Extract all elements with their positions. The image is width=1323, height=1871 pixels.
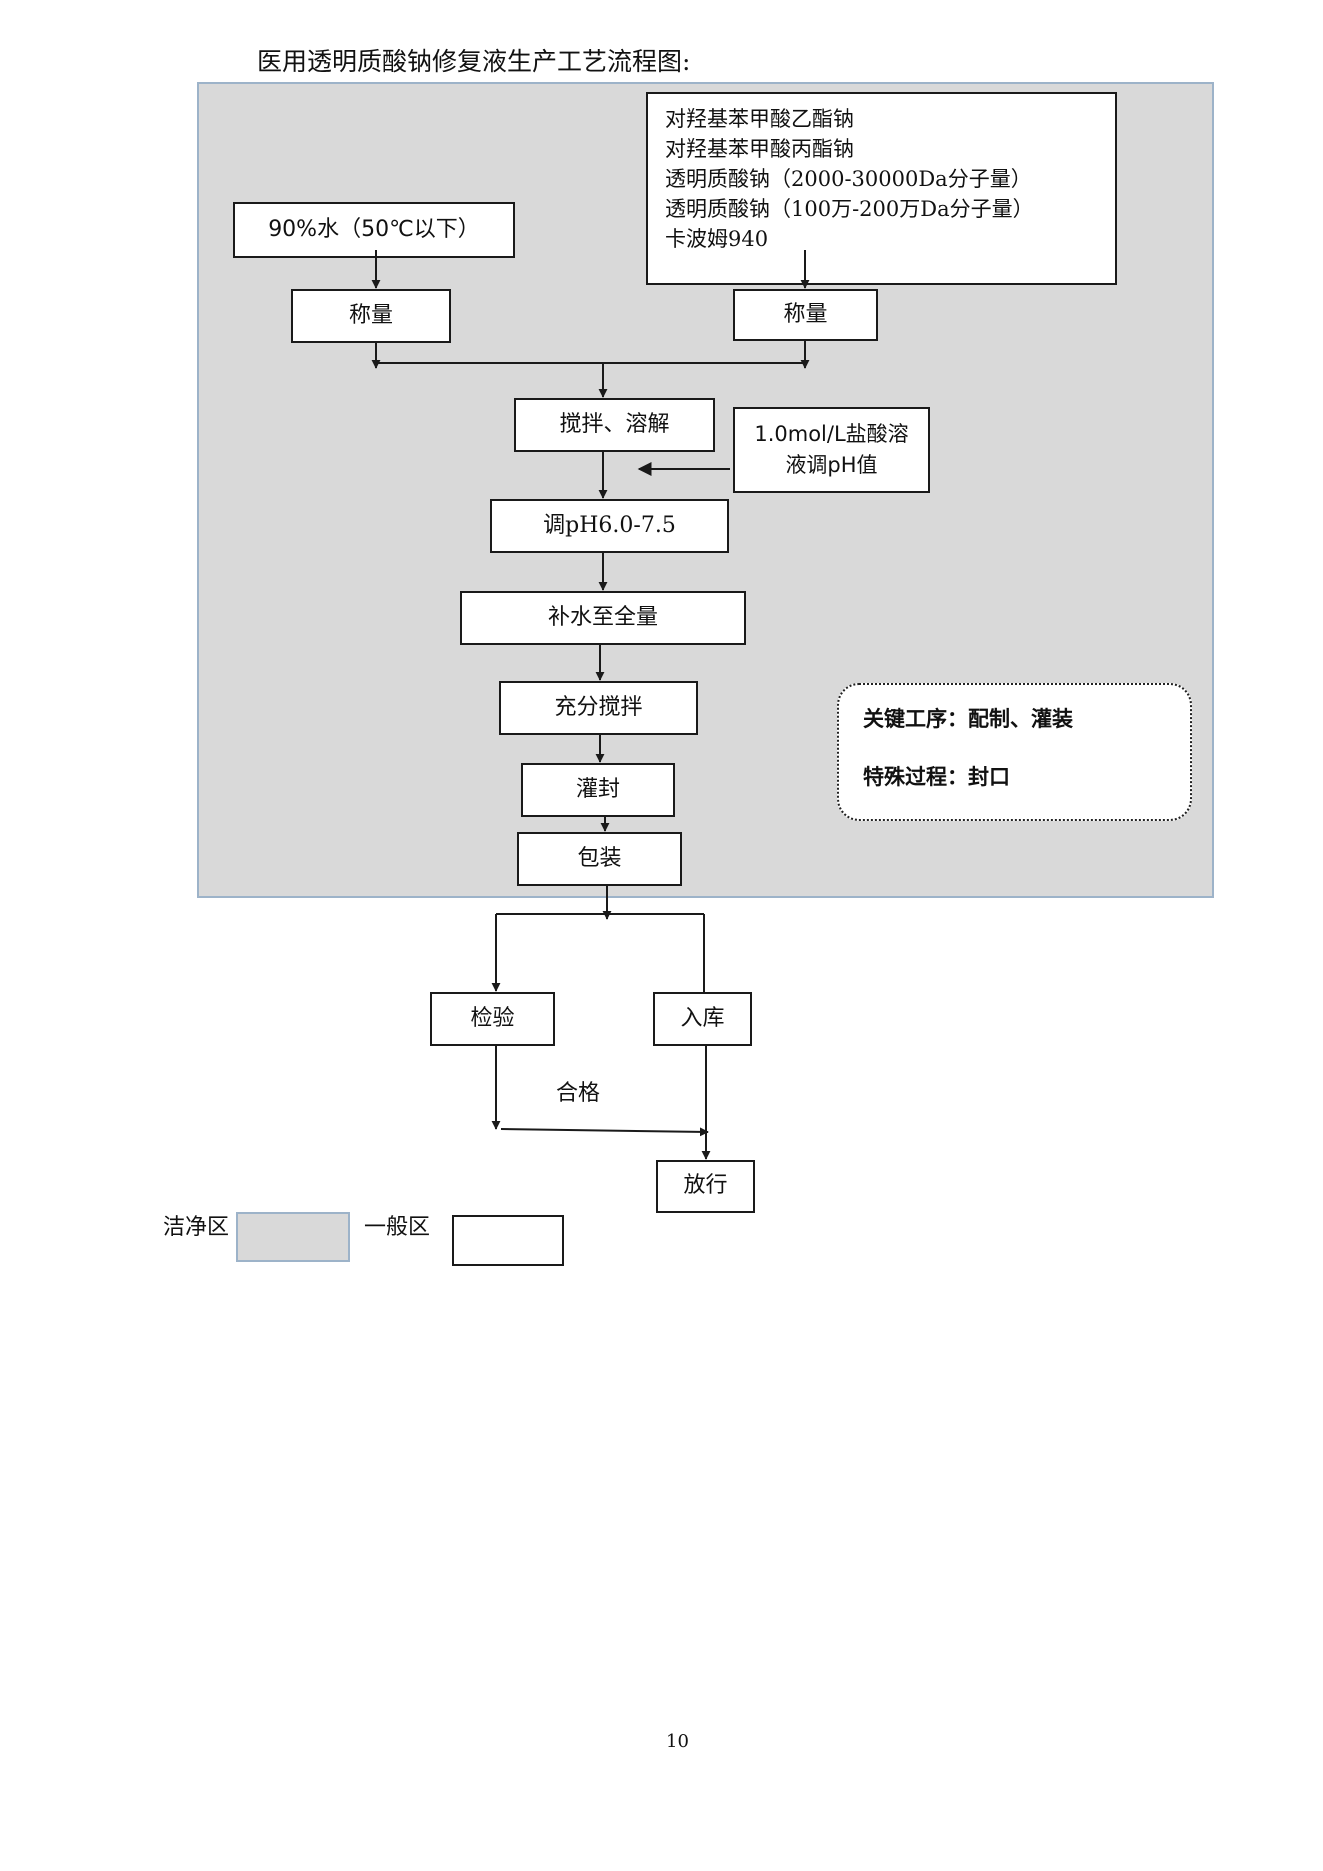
package-box: 包装 [517,832,682,886]
release-label: 放行 [683,1173,728,1199]
full-stir-label: 充分搅拌 [554,694,643,720]
stir-dissolve-box: 搅拌、溶解 [514,398,715,452]
stir-dissolve-label: 搅拌、溶解 [559,411,670,437]
release-box: 放行 [656,1160,755,1213]
storage-box: 入库 [653,992,752,1046]
weigh-right-label: 称量 [783,301,828,327]
page-number: 10 [666,1731,689,1752]
inspect-label: 检验 [470,1005,515,1031]
key-process-note: 关键工序：配制、灌装 特殊过程：封口 [837,683,1192,821]
top-up-box: 补水至全量 [460,591,746,645]
special-process-line: 特殊过程：封口 [863,765,1010,789]
material-item: 透明质酸钠（2000-30000Da分子量） [665,167,1032,191]
qualified-label: 合格 [556,1081,601,1106]
weigh-left-box: 称量 [291,289,451,343]
legend-clean-label: 洁净区 [163,1215,230,1240]
water-box: 90%水（50℃以下） [233,202,515,258]
fill-seal-label: 灌封 [575,776,620,802]
hcl-label-line1: 1.0mol/L盐酸溶 [754,422,909,446]
legend-general-label: 一般区 [364,1215,431,1240]
fill-seal-box: 灌封 [521,763,675,817]
storage-label: 入库 [680,1005,725,1031]
adjust-ph-label: 调pH6.0-7.5 [543,512,676,538]
package-label: 包装 [577,845,622,871]
materials-box: 对羟基苯甲酸乙酯钠 对羟基苯甲酸丙酯钠 透明质酸钠（2000-30000Da分子… [646,92,1117,285]
key-process-line: 关键工序：配制、灌装 [863,707,1073,731]
top-up-label: 补水至全量 [547,604,658,630]
hcl-box: 1.0mol/L盐酸溶 液调pH值 [733,407,930,493]
weigh-right-box: 称量 [733,289,878,341]
full-stir-box: 充分搅拌 [499,681,698,735]
hcl-label-line2: 液调pH值 [785,453,878,477]
weigh-left-label: 称量 [348,302,393,328]
legend-general-swatch [452,1215,564,1266]
inspect-box: 检验 [430,992,555,1046]
material-item: 透明质酸钠（100万-200万Da分子量） [665,197,1034,221]
water-label: 90%水（50℃以下） [268,216,480,242]
adjust-ph-box: 调pH6.0-7.5 [490,499,729,553]
arrow-qualified [500,1127,709,1137]
legend-clean-swatch [236,1212,350,1262]
material-item: 对羟基苯甲酸乙酯钠 [665,107,854,131]
page-title: 医用透明质酸钠修复液生产工艺流程图: [257,47,691,76]
material-item: 对羟基苯甲酸丙酯钠 [665,137,854,161]
material-item: 卡波姆940 [665,227,769,251]
